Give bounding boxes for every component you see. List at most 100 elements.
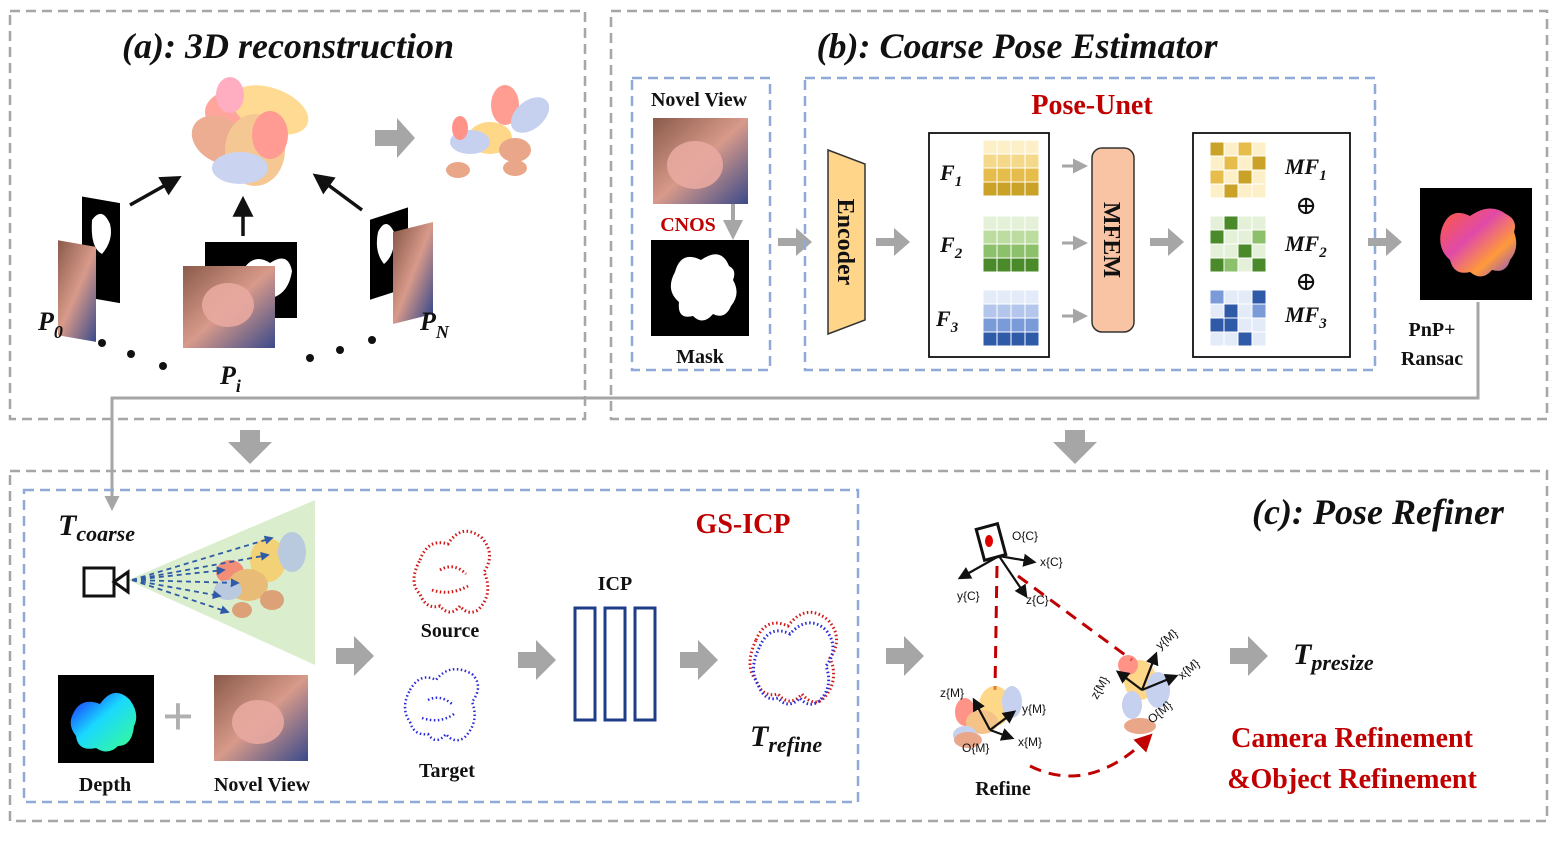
panel-b-frame <box>609 9 1549 421</box>
novel-view-label: Novel View <box>651 89 748 111</box>
target-pointcloud <box>403 667 480 742</box>
object-gaussian-2 <box>1118 655 1170 734</box>
encoder-label: Encoder <box>832 199 858 286</box>
source-label: Source <box>421 620 480 642</box>
icp-blocks <box>573 606 657 722</box>
pnp-label: PnP+ <box>1409 319 1456 341</box>
camera-icon <box>82 566 130 598</box>
source-pointcloud <box>412 529 491 614</box>
panel-c-title: (c): Pose Refiner <box>1252 492 1505 532</box>
novel-view-label-c: Novel View <box>214 774 311 796</box>
feature-label-f2: F2 <box>939 232 963 262</box>
arrow-to-icp <box>518 640 556 680</box>
feature-grid-f3 <box>982 289 1040 347</box>
mf-grid-1 <box>1209 141 1267 199</box>
t-refine-label: Trefine <box>750 720 822 757</box>
object-2-x-label: x{M} <box>1175 656 1202 682</box>
plus-sign: + <box>162 686 194 748</box>
camera-origin-label: O{C} <box>1012 529 1038 543</box>
view-label-pn: PN <box>419 307 450 342</box>
target-label: Target <box>419 760 475 782</box>
panel-a-title: (a): 3D reconstruction <box>122 26 454 66</box>
view-pi <box>183 242 297 348</box>
object-frame-2-axes <box>1115 651 1179 692</box>
arrow-to-pointclouds <box>336 636 374 676</box>
gaussian-in-frustum <box>214 532 306 618</box>
mf-grid-2 <box>1209 215 1267 273</box>
encoder-block <box>827 148 866 336</box>
camera-frame-axes <box>957 553 1037 599</box>
arrow-to-refinement <box>886 636 924 676</box>
arrow-icp-to-refine <box>680 640 718 680</box>
t-coarse-label: Tcoarse <box>58 509 135 546</box>
object-2-z-label: z{M} <box>1087 674 1111 702</box>
gaussian-reconstruction-large <box>191 77 309 186</box>
arrow-mfem-to-mf <box>1150 228 1184 256</box>
arrow-mf-to-pnp <box>1368 228 1402 256</box>
oplus-1: ⊕ <box>1295 191 1317 220</box>
camera-y-label: y{C} <box>957 589 980 603</box>
depth-image <box>58 675 154 763</box>
camera-x-label: x{C} <box>1040 555 1063 569</box>
object-2-y-label: y{M} <box>1153 626 1180 652</box>
object-frame-1-axes <box>972 697 1017 741</box>
gaussian-reconstruction-small <box>446 85 550 178</box>
icp-label: ICP <box>598 573 632 595</box>
feature-label-f1: F1 <box>939 160 962 190</box>
feature-label-f3: F3 <box>935 306 959 336</box>
pose-unet-box <box>803 76 1377 372</box>
t-presize-label: Tpresize <box>1293 638 1374 675</box>
arrow-mask-to-encoder <box>778 228 812 256</box>
view-pn <box>370 207 433 325</box>
refinement-caption-line2: &Object Refinement <box>1227 764 1477 795</box>
mf-label-2: MF2 <box>1284 231 1327 261</box>
arrow-down-a <box>228 430 272 464</box>
panel-a-frame <box>8 9 587 421</box>
arrow-reconstruct-to-result <box>375 118 415 158</box>
refinement-caption-line1: Camera Refinement <box>1231 723 1473 754</box>
novel-view-box <box>630 76 772 372</box>
object-1-x-label: x{M} <box>1018 735 1042 749</box>
camera-z-label: z{C} <box>1026 593 1049 607</box>
mf-label-1: MF1 <box>1284 154 1327 184</box>
object-1-y-label: y{M} <box>1022 702 1046 716</box>
object-1-z-label: z{M} <box>940 686 964 700</box>
novel-view-image <box>653 118 748 204</box>
arrow-encoder-to-features <box>876 228 910 256</box>
view-p0 <box>58 196 120 342</box>
connector-pnp-to-tcoarse <box>104 302 1480 511</box>
view-label-pi: Pi <box>219 361 241 396</box>
projection-rays <box>131 535 274 614</box>
depth-label: Depth <box>79 774 131 796</box>
panel-c-frame <box>8 469 1549 823</box>
arrow-to-tpresize <box>1230 636 1268 676</box>
mask-image <box>651 240 749 336</box>
oplus-2: ⊕ <box>1295 267 1317 296</box>
cnos-label: CNOS <box>660 214 716 236</box>
refined-pointcloud <box>748 610 838 706</box>
arrow-pn-up <box>312 173 364 212</box>
panel-b-title: (b): Coarse Pose Estimator <box>817 26 1219 66</box>
refinement-relations <box>993 565 1153 778</box>
mf-grid-3 <box>1209 289 1267 347</box>
novel-view-image-c <box>214 675 308 761</box>
mf-label-3: MF3 <box>1284 302 1327 332</box>
refine-label: Refine <box>975 778 1031 800</box>
mfem-label: MFEM <box>1098 202 1124 278</box>
mask-label: Mask <box>676 346 725 368</box>
nocs-map-image <box>1420 188 1532 300</box>
object-1-origin-label: O{M} <box>962 741 989 755</box>
mfem-block <box>1091 147 1135 333</box>
camera-frame-icon <box>974 521 1008 563</box>
arrow-down-b <box>1053 430 1097 464</box>
gs-icp-label: GS-ICP <box>696 509 791 540</box>
arrow-p0-up <box>129 175 182 207</box>
ransac-label: Ransac <box>1401 348 1463 370</box>
feature-grid-f1 <box>982 139 1040 197</box>
gs-icp-box <box>22 488 860 804</box>
pose-unet-label: Pose-Unet <box>1031 90 1153 121</box>
view-label-p0: P0 <box>37 307 63 342</box>
view-sequence-dots <box>98 336 376 370</box>
feature-grid-f2 <box>982 215 1040 273</box>
